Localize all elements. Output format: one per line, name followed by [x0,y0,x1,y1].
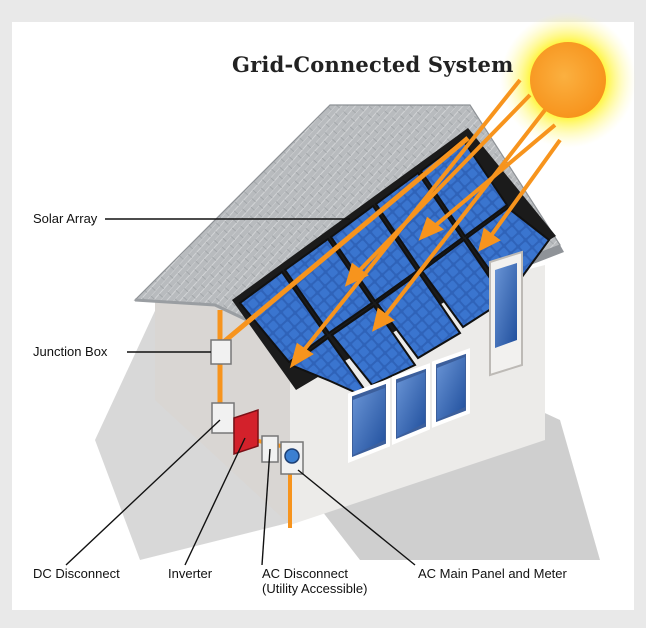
meter-icon [284,448,300,464]
solar-array-label: Solar Array [33,211,98,226]
ac-disconnect-label: AC Disconnect (Utility Accessible) [262,566,367,596]
diagram-title: Grid-Connected System [232,52,514,77]
ac-main-panel-label: AC Main Panel and Meter [418,566,567,581]
junction-box [210,339,232,365]
sun [530,42,606,118]
sun-rays [289,78,562,369]
door-window [495,263,517,348]
dc-disconnect-label: DC Disconnect [33,566,120,581]
ac-disconnect-label-line2: (Utility Accessible) [262,581,368,596]
windows [348,348,470,463]
inverter-box [233,408,259,456]
dc-disconnect-box [211,402,235,434]
junction-box-label: Junction Box [33,344,108,359]
leader-lines [65,218,416,566]
inverter-label: Inverter [168,566,213,581]
ac-disconnect-label-line1: AC Disconnect [262,566,348,581]
